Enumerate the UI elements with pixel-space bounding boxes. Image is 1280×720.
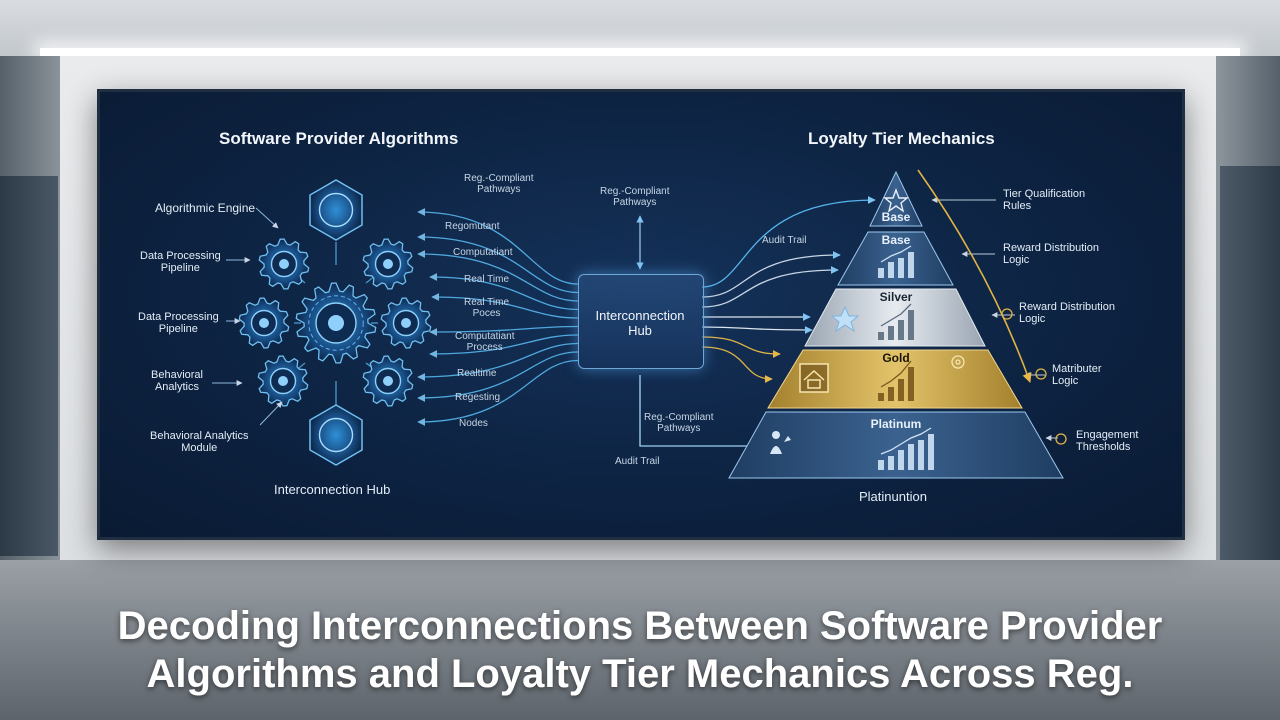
- gold-house-icon: [799, 363, 829, 393]
- process-gear-icon: [362, 355, 414, 407]
- annotation-reward-distribution-2: Reward Distribution Logic: [1019, 301, 1115, 325]
- connector-label-reg-compliant: Reg.-Compliant Pathways: [464, 173, 534, 195]
- ceiling-light-strip: [40, 48, 1240, 56]
- algorithm-gear-icon: [309, 179, 363, 241]
- annotation-engagement: Engagement Thresholds: [1076, 429, 1139, 453]
- label-algorithmic-engine: Algorithmic Engine: [155, 201, 256, 215]
- headline-line-1: Decoding Interconnections Between Softwa…: [117, 604, 1163, 648]
- left-label-pointers: [212, 207, 283, 426]
- connector-label-real-time: Real Time: [464, 274, 510, 285]
- central-gear-icon: [295, 282, 377, 364]
- left-panel-title: Software Provider Algorithms: [219, 129, 459, 148]
- tier-apex-label: Base: [881, 210, 911, 224]
- left-panel-footer: Interconnection Hub: [274, 482, 391, 497]
- analytics-gear-icon: [380, 297, 432, 349]
- tier-silver-label: Silver: [879, 290, 913, 304]
- left-wall: [0, 56, 60, 616]
- audit-trail-bottom-label: Audit Trail: [615, 456, 660, 467]
- center-top-label: Reg.-Compliant Pathways: [600, 186, 670, 208]
- silver-star-icon: [830, 305, 860, 333]
- audit-trail-top-label: Audit Trail: [762, 235, 807, 246]
- data-gear-icon: [238, 297, 290, 349]
- label-behavioral-analytics-module: Behavioral Analytics Module: [150, 430, 249, 454]
- connector-label-realtime: Realtime: [457, 368, 497, 379]
- right-connector-curves: [701, 196, 876, 383]
- annotation-tier-qualification: Tier Qualification Rules: [1003, 188, 1086, 212]
- connector-label-regesting: Regesting: [455, 392, 501, 403]
- right-panel-footer: Platinuntion: [859, 489, 927, 504]
- label-behavioral-analytics: Behavioral Analytics: [151, 369, 203, 393]
- loyalty-pyramid: [728, 170, 1064, 479]
- star-icon: [883, 188, 909, 213]
- connector-label-computatiant: Computatiant: [453, 247, 513, 258]
- left-connector-curves: [417, 208, 579, 426]
- processing-gear-icon: [362, 238, 414, 290]
- gold-badge-icon: [951, 355, 965, 369]
- annotation-gear-icons: [1001, 308, 1067, 445]
- connector-label-real-time-poces: Real Time Poces: [464, 297, 510, 319]
- interconnection-hub-box[interactable]: [578, 274, 704, 369]
- gear-cluster: [238, 179, 432, 466]
- right-wall: [1216, 56, 1280, 616]
- annotation-matributer: Matributer Logic: [1052, 363, 1102, 387]
- label-data-processing-1: Data Processing Pipeline: [140, 250, 221, 274]
- tier-platinum-label: Platinum: [870, 417, 922, 431]
- diagram-graphics: [212, 169, 1067, 479]
- pipeline-gear-icon: [258, 238, 310, 290]
- connector-label-nodes: Nodes: [459, 418, 488, 429]
- center-bottom-label: Reg.-Compliant Pathways: [644, 412, 714, 434]
- platinum-figure-icon: [770, 431, 791, 454]
- connector-label-computatiant-process: Computatiant Process: [455, 331, 515, 353]
- left-window-pane: [0, 176, 58, 556]
- tier-gold-label: Gold: [882, 351, 910, 365]
- behavior-gear-icon: [257, 355, 309, 407]
- label-data-processing-2: Data Processing Pipeline: [138, 311, 219, 335]
- right-panel-title: Loyalty Tier Mechanics: [808, 129, 995, 148]
- module-gear-icon: [309, 404, 363, 466]
- interconnection-hub-label: Interconnection Hub: [595, 308, 685, 338]
- display-board: Software Provider Algorithms Algorithmic…: [97, 89, 1185, 540]
- floor: [0, 560, 1280, 720]
- headline-line-2: Algorithms and Loyalty Tier Mechanics Ac…: [146, 652, 1134, 696]
- gold-sweep-arrow: [917, 169, 1032, 383]
- hub-vertical-arrows: [636, 215, 761, 450]
- headline: Decoding Interconnections Between Softwa…: [0, 602, 1280, 698]
- connector-label-regomutant: Regomutant: [445, 221, 500, 232]
- right-window-pane: [1220, 166, 1280, 566]
- tier-base-label: Base: [881, 233, 911, 247]
- annotation-reward-distribution-1: Reward Distribution Logic: [1003, 242, 1099, 266]
- ceiling: [0, 0, 1280, 56]
